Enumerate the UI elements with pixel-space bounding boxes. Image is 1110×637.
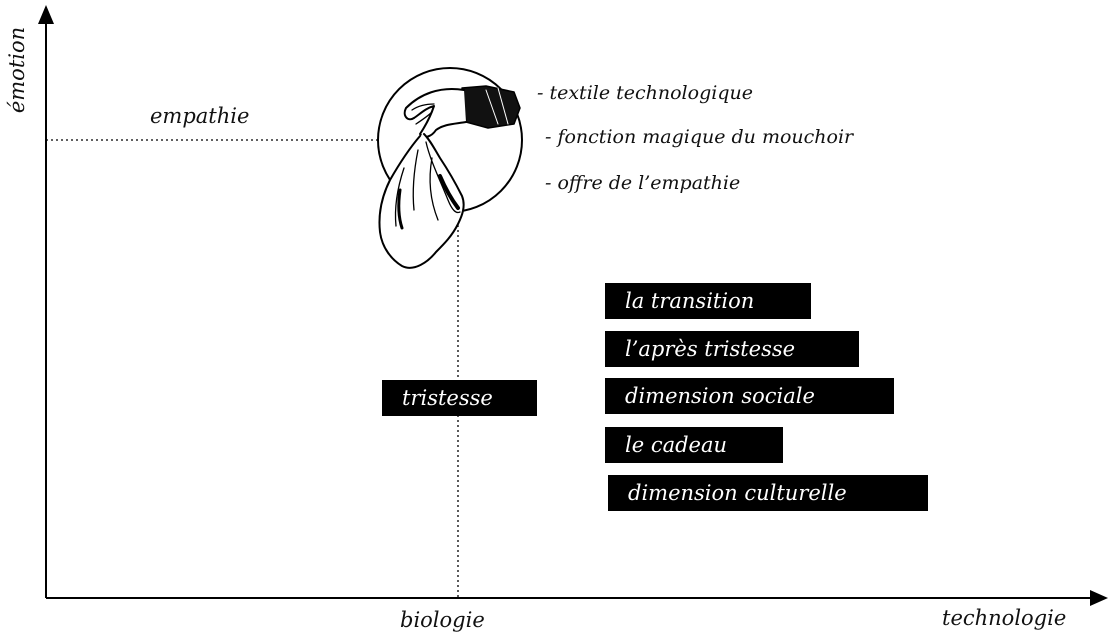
- handkerchief-illustration: [377, 67, 523, 269]
- x-axis-label: technologie: [942, 606, 1067, 630]
- tag-dimension-sociale: dimension sociale: [605, 378, 894, 414]
- handkerchief-icon: [378, 133, 465, 269]
- note-offre-empathie: - offre de l’empathie: [545, 172, 741, 194]
- empathie-label: empathie: [150, 104, 250, 128]
- note-textile-technologique: - textile technologique: [537, 82, 753, 104]
- note-fonction-magique: - fonction magique du mouchoir: [545, 126, 854, 148]
- x-axis-arrow: [1090, 590, 1108, 606]
- y-axis-arrow: [38, 5, 54, 24]
- y-axis-label: émotion: [5, 26, 29, 114]
- tag-tristesse: tristesse: [382, 380, 537, 416]
- tag-dimension-culturelle: dimension culturelle: [608, 475, 928, 511]
- tag-apres-tristesse: l’après tristesse: [605, 331, 859, 367]
- hand-icon: [403, 88, 467, 138]
- sleeve-icon: [461, 85, 521, 129]
- tag-le-cadeau: le cadeau: [605, 427, 783, 463]
- biologie-label: biologie: [400, 608, 485, 632]
- tag-la-transition: la transition: [605, 283, 811, 319]
